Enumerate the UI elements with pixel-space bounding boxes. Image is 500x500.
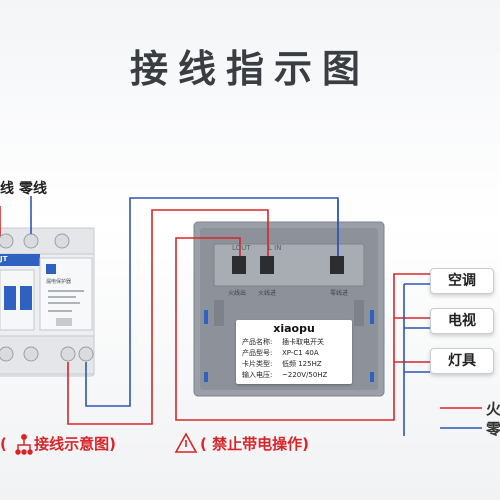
load-air-conditioner: 空调 xyxy=(430,268,494,294)
warning-note: ( 禁止带电操作) xyxy=(200,435,309,453)
page-title: 接线指示图 xyxy=(129,47,370,91)
spec-row: 卡片类型:低频 125HZ xyxy=(242,360,322,368)
network-icon xyxy=(15,434,33,455)
terminal-text-neutral-in: 零线进 xyxy=(330,290,349,297)
legend-neutral: 零 xyxy=(486,420,500,438)
terminal-label-lin: L IN xyxy=(268,244,282,252)
load-tv: 电视 xyxy=(430,308,494,334)
terminal-text-live-out: 火线出 xyxy=(228,290,247,297)
circuit-breaker xyxy=(0,227,95,377)
terminal-text-live-in: 火线进 xyxy=(258,290,277,297)
wiring-note-rest: 接线示意图) xyxy=(34,435,116,453)
spec-row: 产品型号:XP-C1 40A xyxy=(242,349,319,357)
legend-live: 火 xyxy=(486,400,500,418)
warning-icon xyxy=(174,432,198,453)
terminal-label-lout: LOUT xyxy=(232,244,251,252)
wiring-note: ( 接线示意图) xyxy=(0,433,116,454)
live-wires xyxy=(0,206,482,425)
product-info-card: xiaopu 产品名称:插卡取电开关 产品型号:XP-C1 40A 卡片类型:低… xyxy=(236,320,352,384)
spec-row: 输入电压:~220V/50HZ xyxy=(242,371,328,379)
brand-name: xiaopu xyxy=(273,322,315,335)
wiring-note-text: ( xyxy=(0,435,7,453)
breaker-brand: JT xyxy=(0,255,8,263)
spec-row: 产品名称:插卡取电开关 xyxy=(242,338,324,346)
neutral-wire-label: 零线 xyxy=(19,181,47,197)
load-lamp: 灯具 xyxy=(430,348,494,374)
neutral-wires xyxy=(30,196,482,436)
live-wire-label: 线 xyxy=(0,181,14,197)
breaker-small-label: 漏电保护器 xyxy=(46,279,72,285)
